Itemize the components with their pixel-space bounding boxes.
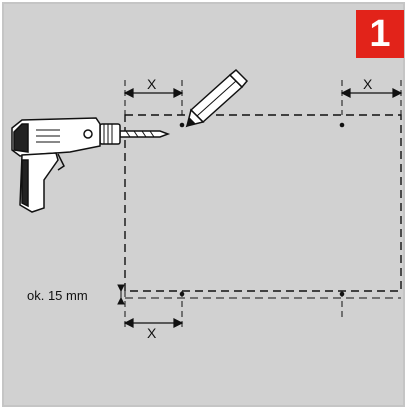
pencil-icon xyxy=(185,68,249,128)
drill-hole-top-left xyxy=(179,122,185,128)
label-x-bottom: X xyxy=(147,325,157,341)
dimension-top-right xyxy=(340,88,403,98)
drill-hole-top-right xyxy=(339,122,345,128)
step-number-badge: 1 xyxy=(356,10,404,58)
dimension-top-left xyxy=(123,88,184,98)
label-x-top-right: X xyxy=(363,76,373,92)
dimension-bottom xyxy=(123,318,184,328)
label-x-top-left: X xyxy=(147,76,157,92)
drill-hole-bottom-left xyxy=(179,291,185,297)
device-outline xyxy=(124,114,402,292)
drill-hole-bottom-right xyxy=(339,291,345,297)
instruction-panel xyxy=(2,2,405,407)
offset-dimension xyxy=(117,284,125,305)
label-offset: ok. 15 mm xyxy=(27,288,88,303)
drill-icon xyxy=(11,117,171,213)
